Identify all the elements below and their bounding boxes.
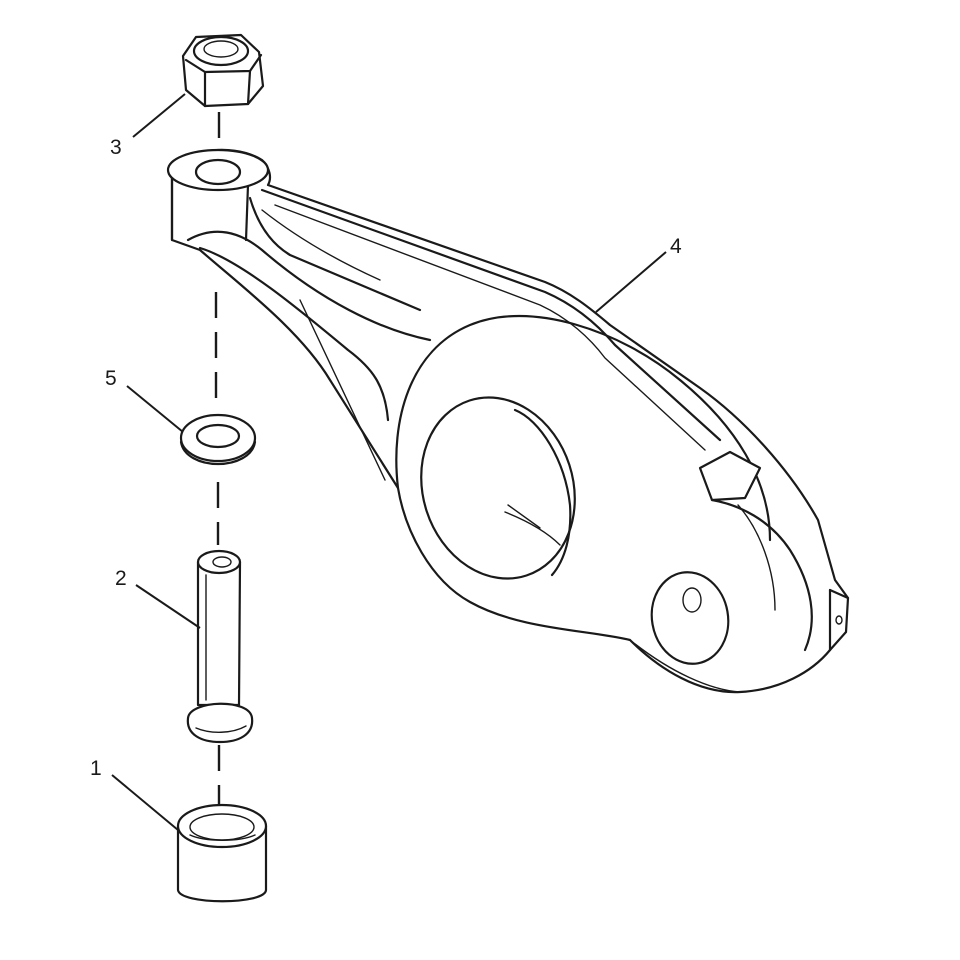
part-1-socket-cup — [176, 803, 268, 903]
part-2-adjusting-screw — [186, 549, 254, 744]
callout-1: 1 — [90, 757, 102, 780]
part-5-washer — [179, 413, 257, 466]
part-3-hex-nut — [181, 33, 265, 108]
callout-3: 3 — [110, 136, 122, 159]
callout-2: 2 — [115, 567, 127, 590]
callout-leaders — [111, 93, 667, 831]
part-4-rocker-arm — [166, 148, 850, 694]
callout-4: 4 — [670, 235, 682, 258]
callout-5: 5 — [105, 367, 117, 390]
